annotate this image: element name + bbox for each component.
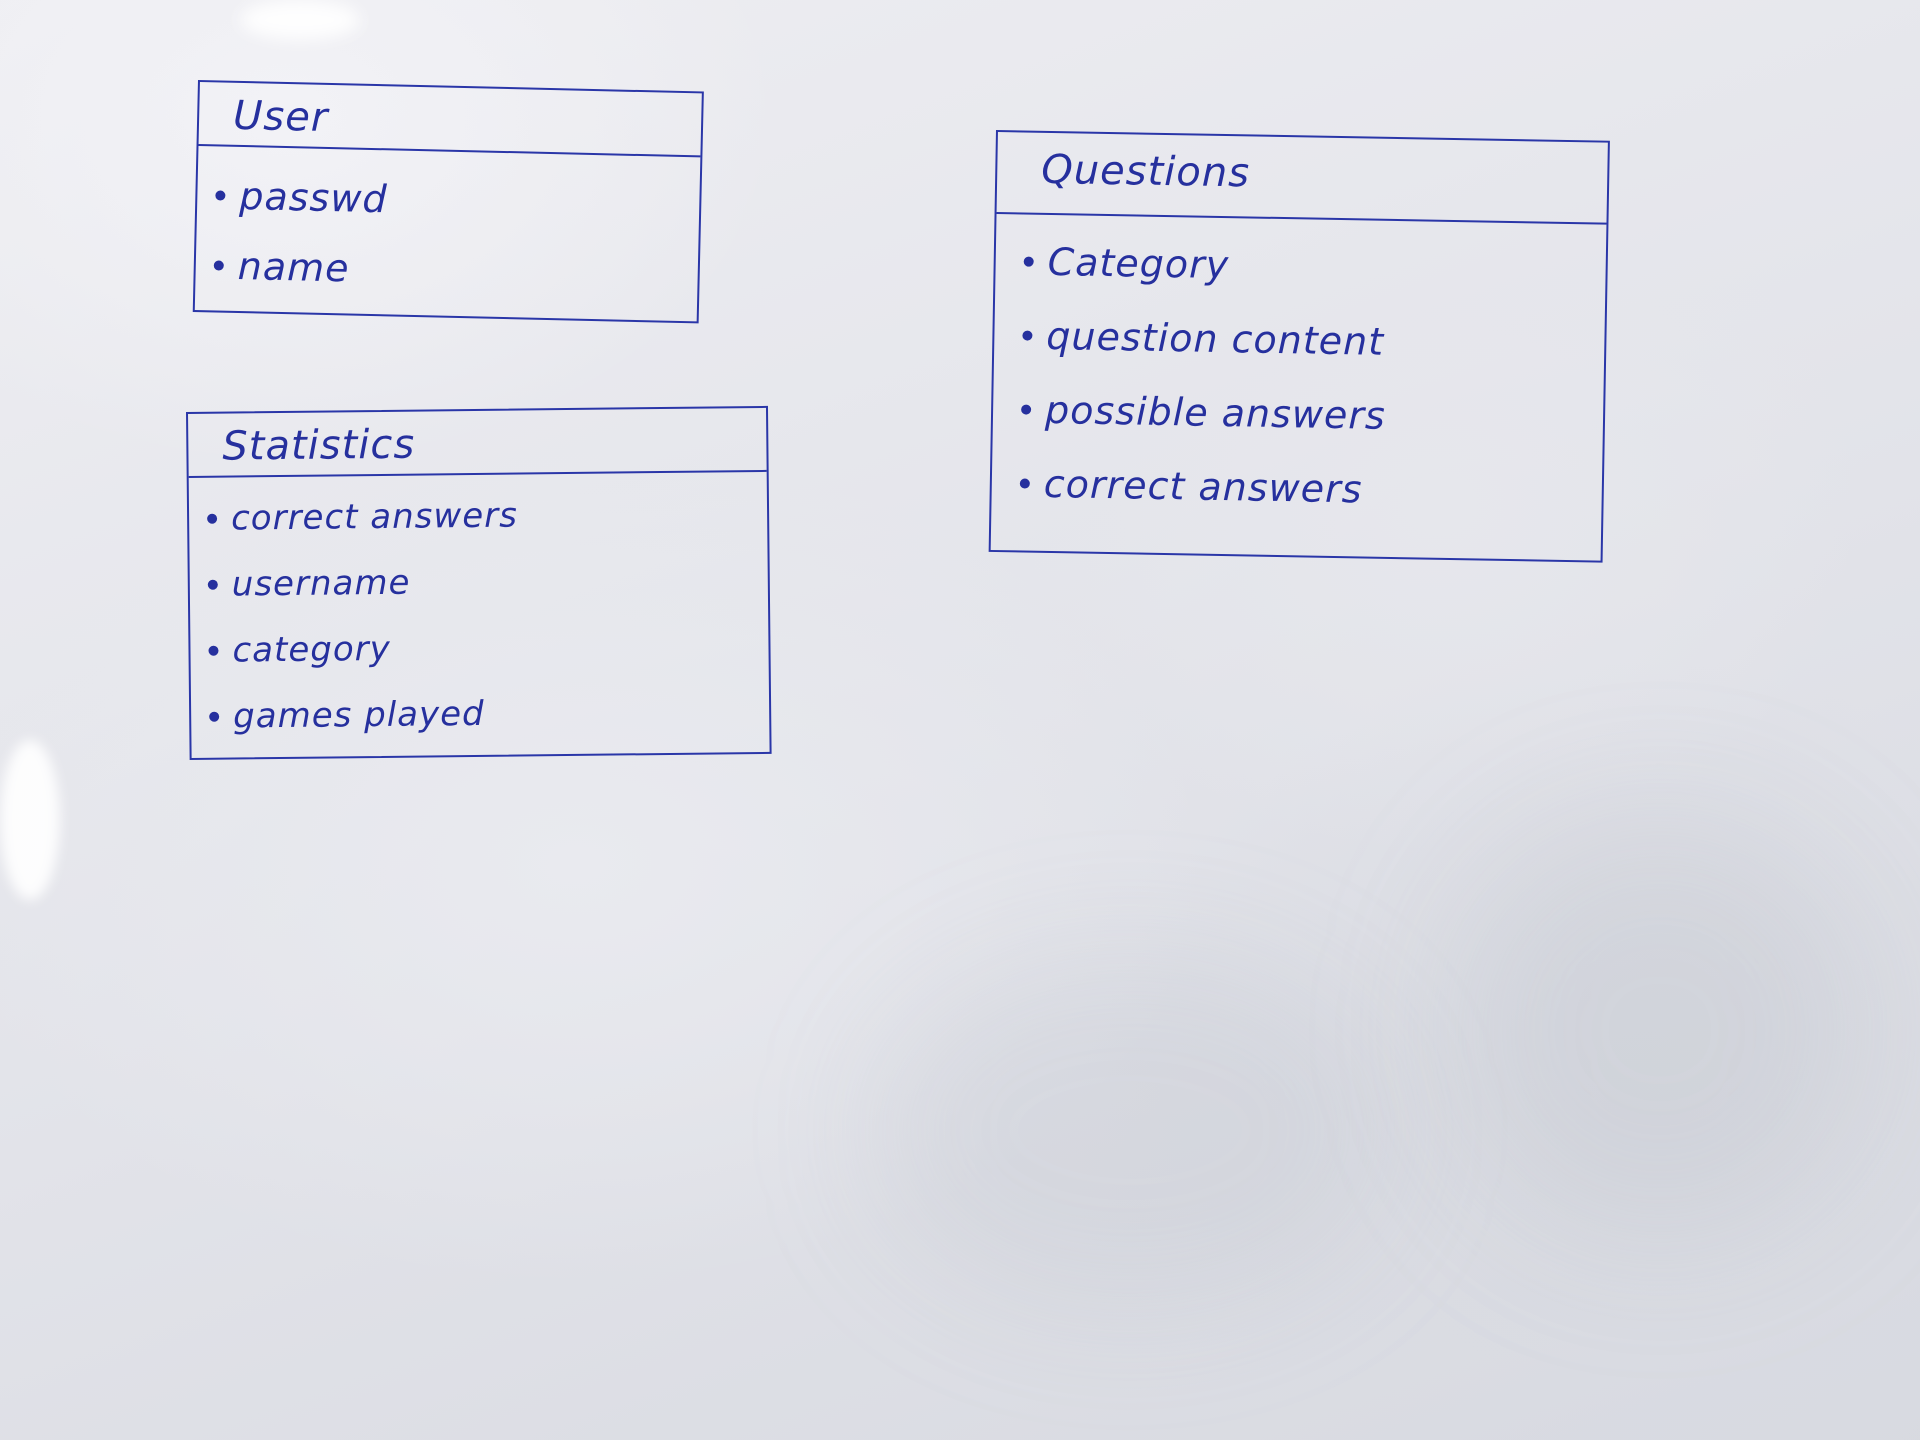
attribute-label: question content (1046, 313, 1385, 364)
attribute-label: correct answers (230, 495, 519, 539)
attribute-item: correct answers (1019, 446, 1602, 530)
attribute-item: correct answers (207, 480, 768, 552)
bullet-icon (207, 513, 218, 524)
attribute-item: games played (209, 678, 770, 750)
attribute-list: correct answers username category games … (189, 472, 770, 750)
attribute-label: Category (1047, 239, 1230, 288)
attribute-label: correct answers (1043, 461, 1363, 512)
paper-shadow (870, 950, 1390, 1310)
bullet-icon (207, 579, 218, 590)
attribute-item: Category (1023, 225, 1606, 309)
entity-title: Questions (996, 132, 1608, 225)
attribute-label: passwd (238, 173, 389, 222)
bullet-icon (1023, 256, 1034, 267)
entity-statistics: Statistics correct answers username cate… (186, 405, 772, 760)
attribute-list: passwd name (195, 146, 700, 311)
bullet-icon (1021, 404, 1032, 415)
bullet-icon (213, 260, 224, 271)
bullet-icon (209, 711, 220, 722)
paper-shadow (1450, 820, 1870, 1240)
attribute-item: passwd (215, 160, 700, 241)
attribute-list: Category question content possible answe… (991, 214, 1606, 531)
bullet-icon (215, 190, 226, 201)
attribute-label: category (232, 628, 391, 671)
attribute-item: possible answers (1020, 372, 1603, 456)
attribute-label: games played (232, 693, 485, 737)
attribute-label: possible answers (1044, 387, 1387, 438)
bullet-icon (1022, 330, 1033, 341)
entity-title: Statistics (188, 407, 767, 478)
paper-highlight (0, 740, 60, 900)
attribute-item: category (208, 612, 769, 684)
bullet-icon (1019, 478, 1030, 489)
entity-user: User passwd name (192, 80, 704, 324)
attribute-label: name (237, 243, 351, 291)
entity-questions: Questions Category question content poss… (988, 130, 1610, 563)
attribute-item: username (207, 546, 768, 618)
attribute-item: question content (1022, 298, 1605, 382)
attribute-label: username (231, 562, 411, 605)
entity-title: User (198, 82, 702, 158)
paper-highlight (240, 0, 360, 40)
bullet-icon (208, 645, 219, 656)
attribute-item: name (213, 230, 698, 311)
